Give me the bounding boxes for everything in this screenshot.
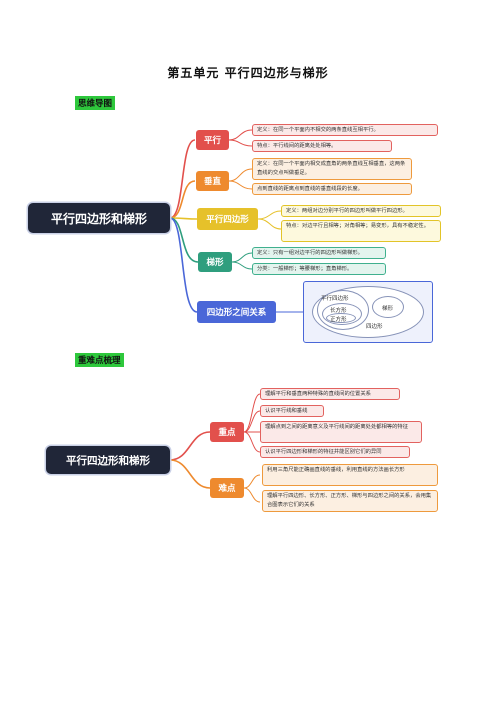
leaf-trapezoid-definition: 定义：只有一组对边平行的四边形叫做梯形。 — [252, 247, 386, 259]
leaf-key-2: 认识平行线和垂线 — [260, 405, 324, 417]
leaf-difficult-1: 利用三角尺能正确画直线的垂线，利用直线的方法画长方形 — [262, 464, 438, 486]
leaf-point-line-distance: 点到直线的距离点到直线的垂直线段的长度。 — [252, 183, 412, 195]
leaf-key-1: 理解平行和垂直两种特殊的直线间的位置关系 — [260, 388, 400, 400]
leaf-parallelogram-definition: 定义：两组对边分别平行的四边形叫做平行四边形。 — [281, 205, 441, 217]
branch-quadrilateral-relations[interactable]: 四边形之间关系 — [197, 301, 276, 323]
leaf-perpendicular-definition: 定义：在同一个平面内相交成直角的两条直线互相垂直，这两条直线的交点叫做垂足。 — [252, 158, 412, 180]
branch-parallel[interactable]: 平行 — [196, 130, 229, 150]
venn-diagram-box: 平行四边形 长方形 正方形 梯形 四边形 — [303, 281, 433, 343]
venn-rectangle-set — [322, 303, 362, 325]
keymap-root[interactable]: 平行四边形和梯形 — [46, 446, 170, 474]
branch-parallelogram[interactable]: 平行四边形 — [197, 208, 258, 230]
venn-trapezoid-set — [372, 296, 404, 318]
branch-trapezoid[interactable]: 梯形 — [198, 252, 232, 272]
leaf-key-4: 认识平行四边形和梯形的特征并能区别它们的异同 — [260, 446, 410, 458]
venn-square-set — [326, 313, 356, 323]
leaf-trapezoid-classification: 分类：一般梯形；等腰梯形；直角梯形。 — [252, 263, 386, 275]
leaf-difficult-2: 理解平行四边形、长方形、正方形、梯形与四边形之间的关系，会用集合图表示它们的关系 — [262, 490, 438, 512]
page-title: 第五单元 平行四边形与梯形 — [167, 66, 329, 80]
leaf-parallel-definition: 定义：在同一个平面内不相交的两条直线互相平行。 — [252, 124, 438, 136]
leaf-parallel-feature: 特点：平行线间的距离处处相等。 — [252, 140, 392, 152]
venn-label-parallelogram: 平行四边形 — [321, 296, 349, 302]
section-label-mindmap: 思维导图 — [75, 96, 116, 110]
venn-label-square: 正方形 — [330, 317, 347, 323]
section-label-key-points: 重难点梳理 — [75, 353, 124, 367]
venn-label-quadrilateral: 四边形 — [366, 324, 383, 330]
leaf-parallelogram-feature: 特点：对边平行且相等；对角相等；易变形，具有不稳定性。 — [281, 220, 441, 242]
branch-perpendicular[interactable]: 垂直 — [196, 171, 229, 191]
branch-key-points[interactable]: 重点 — [210, 422, 244, 442]
leaf-key-3: 理解点到之间的距离意义及平行线间的距离处处都相等的特征 — [260, 421, 422, 443]
venn-label-trapezoid: 梯形 — [382, 306, 394, 312]
venn-label-rectangle: 长方形 — [330, 308, 347, 314]
branch-difficult-points[interactable]: 难点 — [210, 478, 244, 498]
mindmap-root[interactable]: 平行四边形和梯形 — [28, 203, 170, 233]
